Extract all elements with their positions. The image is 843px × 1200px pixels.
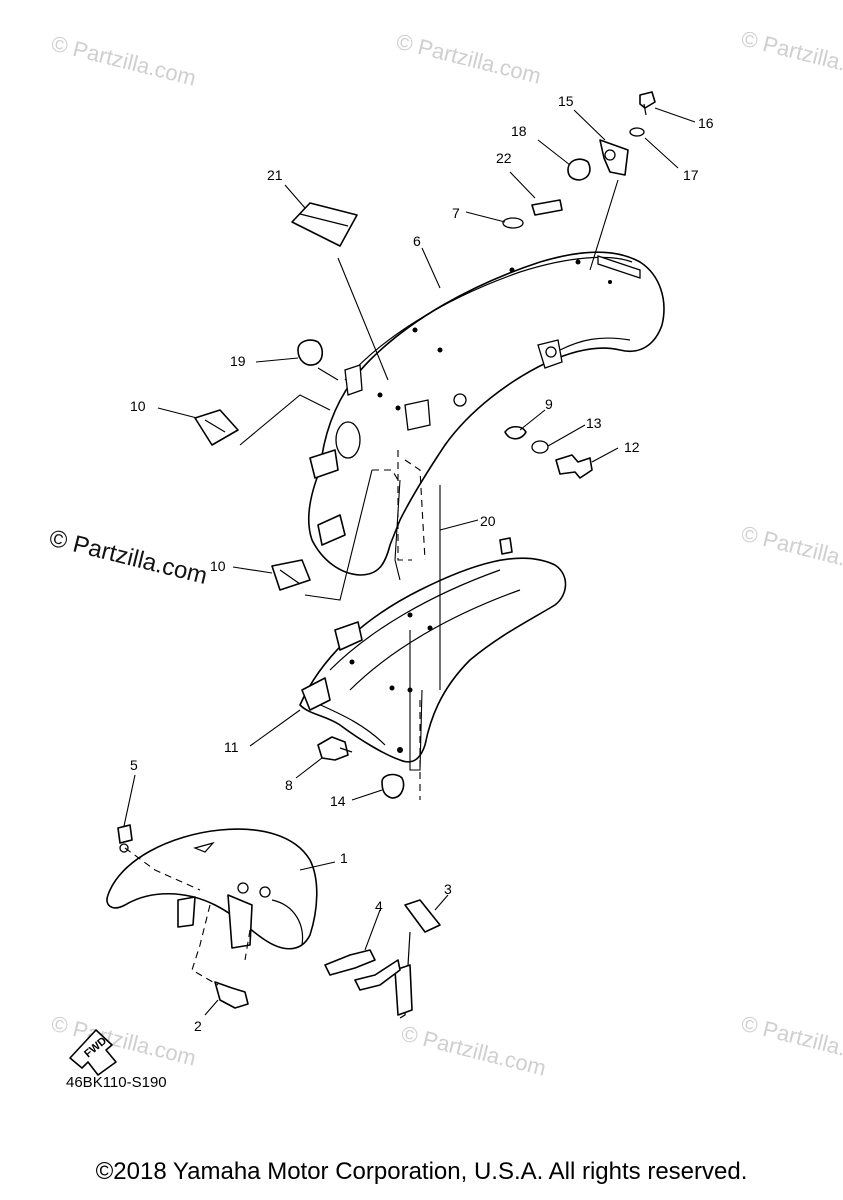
screw <box>639 91 656 109</box>
washer-small <box>629 127 645 137</box>
callout: 2 <box>194 1018 202 1034</box>
grommet <box>297 339 324 366</box>
watermark: © Partzilla.com <box>49 31 199 91</box>
callout: 5 <box>130 757 138 773</box>
callout: 10 <box>130 398 146 414</box>
washer <box>502 217 524 229</box>
clip <box>117 824 133 844</box>
watermark: © Partzilla.com <box>739 1011 843 1071</box>
wire-clip-lower <box>271 559 311 591</box>
nut <box>381 773 405 799</box>
decal-label <box>291 202 358 247</box>
callout: 13 <box>586 415 602 431</box>
collar <box>504 425 527 440</box>
callout: 16 <box>698 115 714 131</box>
washer-13 <box>531 440 549 454</box>
callout: 18 <box>511 123 527 139</box>
cap-nut <box>567 158 591 181</box>
callout: 3 <box>444 881 452 897</box>
callout: 6 <box>413 233 421 249</box>
callout: 8 <box>285 777 293 793</box>
bolt-12 <box>555 454 593 479</box>
watermark: © Partzilla.com <box>399 1021 549 1081</box>
watermark: © Partzilla.com <box>394 29 544 89</box>
callouts: 1 2 3 4 5 6 7 8 9 10 10 11 12 13 14 15 1… <box>130 93 714 1034</box>
callout: 9 <box>545 396 553 412</box>
callout: 4 <box>375 898 383 914</box>
callout: 1 <box>340 850 348 866</box>
leader-lines <box>123 107 696 1016</box>
callout: 10 <box>210 558 226 574</box>
watermark: © Partzilla.com <box>739 521 843 581</box>
callout: 19 <box>230 353 246 369</box>
callout: 20 <box>480 513 496 529</box>
callout: 15 <box>558 93 574 109</box>
clamp <box>324 949 376 976</box>
copyright-notice: ©2018 Yamaha Motor Corporation, U.S.A. A… <box>95 1158 748 1185</box>
callout: 7 <box>452 205 460 221</box>
callout: 11 <box>224 739 239 755</box>
decal-label-small <box>531 199 563 216</box>
callout: 21 <box>267 167 283 183</box>
callout: 14 <box>330 793 346 809</box>
callout: 17 <box>683 167 699 183</box>
diagram-code: 46BK110-S190 <box>66 1074 167 1091</box>
inner-fender <box>299 537 567 763</box>
front-fender <box>106 828 318 950</box>
bolt-2 <box>214 981 249 1009</box>
callout: 22 <box>496 150 512 166</box>
watermark: © Partzilla.com <box>49 1011 199 1071</box>
bolt-8 <box>317 736 349 761</box>
watermark: © Partzilla.com <box>739 26 843 86</box>
rear-fender <box>307 251 665 576</box>
fwd-arrow-icon: FWD <box>69 1029 117 1076</box>
watermark-main: © Partzilla.com <box>47 525 210 590</box>
callout: 12 <box>624 439 640 455</box>
brake-hose-guide <box>404 899 441 933</box>
